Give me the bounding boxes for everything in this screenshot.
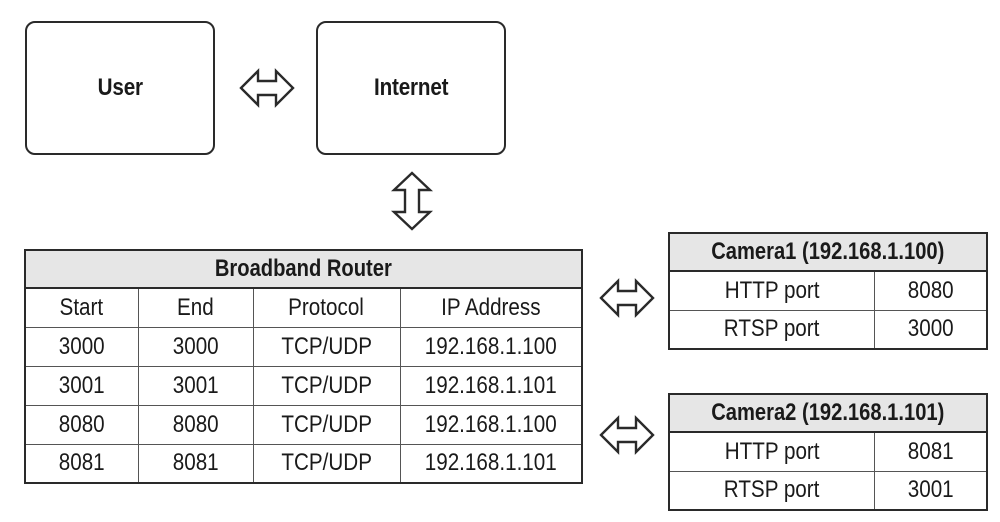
end-cell: 8081: [137, 443, 254, 484]
column-header-start: Start: [24, 287, 139, 328]
ip-address-cell: 192.168.1.100: [399, 326, 583, 367]
camera2-title-row: Camera2 (192.168.1.101): [668, 393, 988, 433]
start-cell: 8081: [24, 443, 139, 484]
table-row: 3000 3000 TCP/UDP 192.168.1.100: [24, 326, 583, 367]
table-row: HTTP port 8081: [668, 431, 988, 472]
protocol-cell: TCP/UDP: [252, 326, 401, 367]
user-label: User: [97, 74, 143, 101]
router-camera1-double-arrow-icon: [599, 278, 655, 318]
port-value-cell: 8080: [873, 270, 988, 311]
end-cell: 3001: [137, 365, 254, 406]
internet-router-double-arrow-icon: [390, 171, 434, 231]
port-name-cell: RTSP port: [668, 309, 875, 350]
port-value-cell: 8081: [873, 431, 988, 472]
router-header-row: Start End Protocol IP Address: [24, 287, 583, 328]
start-cell: 3000: [24, 326, 139, 367]
end-cell: 8080: [137, 404, 254, 445]
internet-label: Internet: [373, 74, 449, 101]
protocol-cell: TCP/UDP: [252, 443, 401, 484]
ip-address-cell: 192.168.1.100: [399, 404, 583, 445]
table-row: RTSP port 3001: [668, 470, 988, 511]
port-name-cell: HTTP port: [668, 270, 875, 311]
table-row: HTTP port 8080: [668, 270, 988, 311]
camera1-table: Camera1 (192.168.1.100) HTTP port 8080 R…: [668, 232, 989, 350]
start-cell: 8080: [24, 404, 139, 445]
ip-address-cell: 192.168.1.101: [399, 365, 583, 406]
table-row: 3001 3001 TCP/UDP 192.168.1.101: [24, 365, 583, 406]
ip-address-cell: 192.168.1.101: [399, 443, 583, 484]
internet-node: Internet: [316, 21, 506, 155]
port-name-cell: HTTP port: [668, 431, 875, 472]
router-camera2-double-arrow-icon: [599, 415, 655, 455]
port-name-cell: RTSP port: [668, 470, 875, 511]
router-port-forwarding-table: Broadband Router Start End Protocol IP A…: [24, 249, 584, 484]
port-value-cell: 3000: [873, 309, 988, 350]
column-header-end: End: [137, 287, 254, 328]
column-header-protocol: Protocol: [252, 287, 401, 328]
start-cell: 3001: [24, 365, 139, 406]
table-row: RTSP port 3000: [668, 309, 988, 350]
camera1-title-row: Camera1 (192.168.1.100): [668, 232, 988, 272]
camera2-title: Camera2 (192.168.1.101): [668, 393, 988, 433]
end-cell: 3000: [137, 326, 254, 367]
protocol-cell: TCP/UDP: [252, 365, 401, 406]
router-title: Broadband Router: [24, 249, 583, 289]
camera1-title: Camera1 (192.168.1.100): [668, 232, 988, 272]
camera2-table: Camera2 (192.168.1.101) HTTP port 8081 R…: [668, 393, 989, 511]
protocol-cell: TCP/UDP: [252, 404, 401, 445]
table-row: 8080 8080 TCP/UDP 192.168.1.100: [24, 404, 583, 445]
table-row: 8081 8081 TCP/UDP 192.168.1.101: [24, 443, 583, 484]
user-node: User: [25, 21, 215, 155]
user-internet-double-arrow-icon: [239, 68, 295, 108]
column-header-ip-address: IP Address: [399, 287, 583, 328]
port-value-cell: 3001: [873, 470, 988, 511]
router-title-row: Broadband Router: [24, 249, 583, 289]
